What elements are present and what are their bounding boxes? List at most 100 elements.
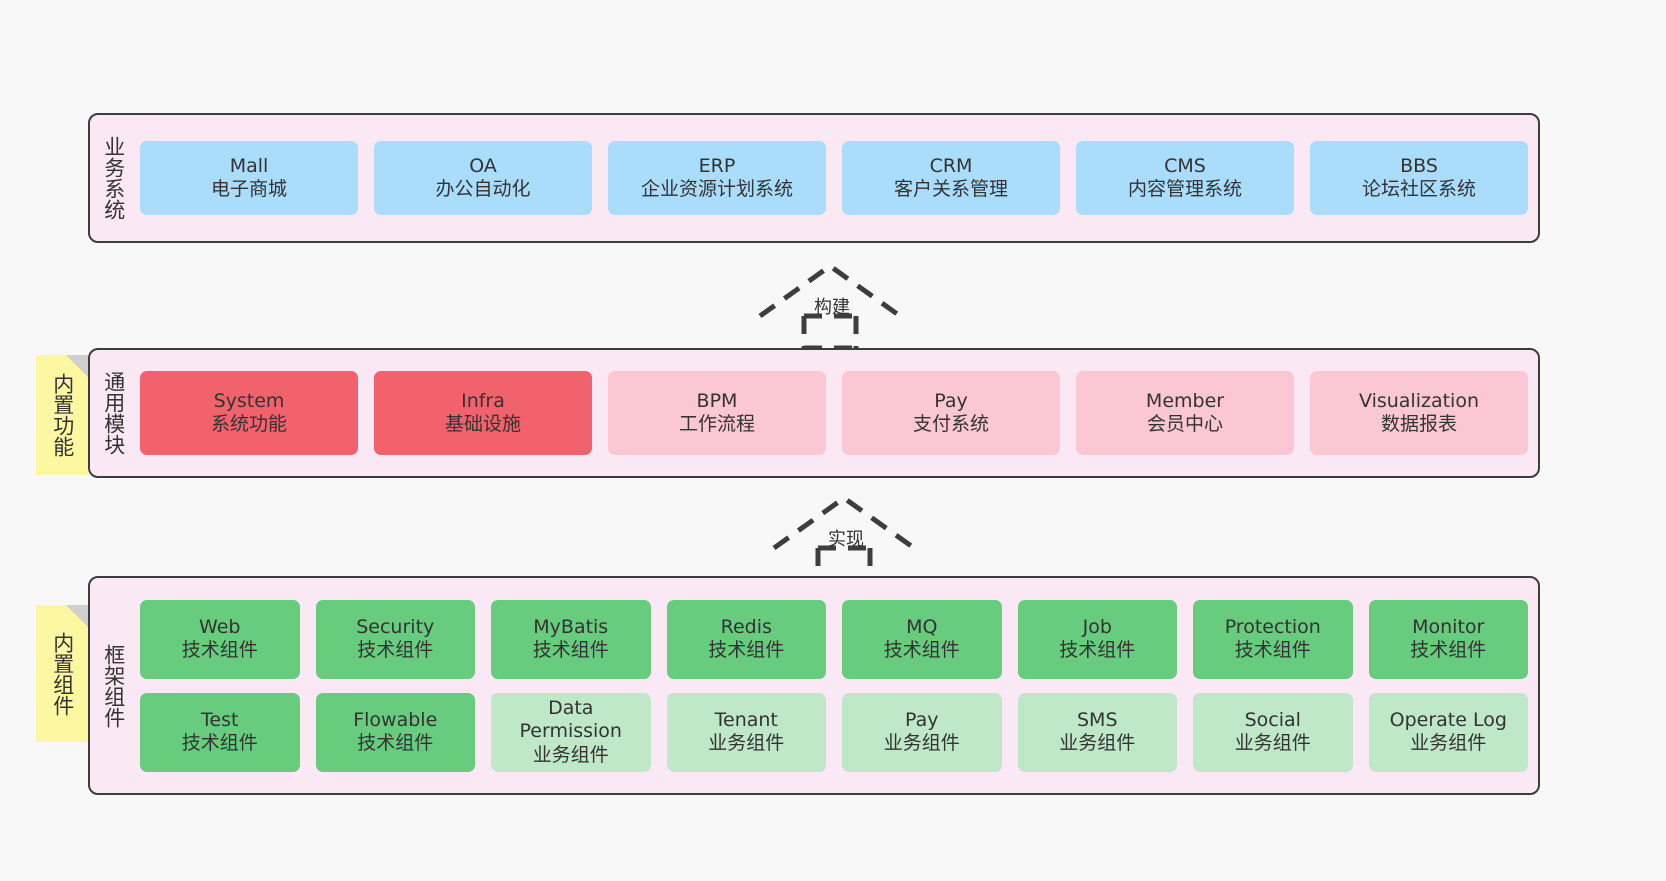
node-flowable[interactable]: Flowable 技术组件 (315, 692, 475, 772)
node-title: Job (1082, 615, 1112, 638)
node-title: Member (1145, 389, 1225, 412)
node-crm[interactable]: CRM 客户关系管理 (842, 141, 1060, 215)
node-monitor[interactable]: Monitor 技术组件 (1368, 599, 1528, 679)
node-pay[interactable]: Pay 支付系统 (842, 371, 1060, 455)
node-title: MQ (906, 615, 938, 638)
node-protection[interactable]: Protection 技术组件 (1193, 599, 1353, 679)
node-subtitle: 工作流程 (678, 413, 755, 435)
node-subtitle: 企业资源计划系统 (640, 178, 793, 200)
layer-title-business: 业务系统 (101, 136, 126, 220)
node-title: Operate Log (1389, 708, 1507, 731)
node-title: Test (201, 708, 239, 731)
node-subtitle: 业务组件 (1410, 732, 1487, 754)
sticky-note-builtin-features: 内置功能 (36, 355, 88, 475)
sticky-note-builtin-components: 内置组件 (36, 605, 88, 742)
node-subtitle: 技术组件 (357, 639, 434, 661)
node-subtitle: 业务组件 (532, 743, 609, 766)
node-title: Redis (720, 615, 772, 638)
node-oa[interactable]: OA 办公自动化 (374, 141, 592, 215)
node-title: BPM (696, 389, 738, 412)
node-title: Flowable (353, 708, 438, 731)
node-sms[interactable]: SMS 业务组件 (1017, 692, 1177, 772)
node-mall[interactable]: Mall 电子商城 (140, 141, 358, 215)
node-title: Web (199, 615, 241, 638)
sticky-label: 内置功能 (50, 373, 75, 457)
node-pay-component[interactable]: Pay 业务组件 (842, 692, 1002, 772)
layer-body-framework: Web 技术组件 Security 技术组件 MyBatis 技术组件 Redi… (136, 578, 1538, 793)
node-subtitle: 技术组件 (708, 639, 785, 661)
node-title: Pay (905, 708, 939, 731)
node-job[interactable]: Job 技术组件 (1017, 599, 1177, 679)
node-subtitle: 电子商城 (210, 178, 287, 200)
layer-business-systems: 业务系统 Mall 电子商城 OA 办公自动化 ERP 企业资源计划系统 CRM… (88, 113, 1540, 243)
node-subtitle: 技术组件 (181, 639, 258, 661)
sticky-label: 内置组件 (50, 631, 75, 716)
node-data-permission[interactable]: Data Permission 业务组件 (491, 692, 651, 772)
node-tenant[interactable]: Tenant 业务组件 (666, 692, 826, 772)
layer-framework-components: 框架组件 Web 技术组件 Security 技术组件 MyBatis 技术组件… (88, 576, 1540, 795)
business-node-row: Mall 电子商城 OA 办公自动化 ERP 企业资源计划系统 CRM 客户关系… (140, 141, 1528, 215)
node-subtitle: 会员中心 (1146, 413, 1223, 435)
layer-body-common: System 系统功能 Infra 基础设施 BPM 工作流程 Pay 支付系统… (136, 350, 1538, 476)
node-title: ERP (698, 154, 736, 177)
node-test[interactable]: Test 技术组件 (140, 692, 300, 772)
node-title: SMS (1076, 708, 1118, 731)
framework-node-row-business: Test 技术组件 Flowable 技术组件 Data Permission … (140, 692, 1528, 772)
node-system[interactable]: System 系统功能 (140, 371, 358, 455)
node-subtitle: 论坛社区系统 (1361, 178, 1476, 200)
node-subtitle: 系统功能 (210, 413, 287, 435)
layer-body-business: Mall 电子商城 OA 办公自动化 ERP 企业资源计划系统 CRM 客户关系… (136, 115, 1538, 241)
node-bpm[interactable]: BPM 工作流程 (608, 371, 826, 455)
node-title: Tenant (714, 708, 778, 731)
node-subtitle: 技术组件 (357, 732, 434, 754)
node-redis[interactable]: Redis 技术组件 (666, 599, 826, 679)
node-visualization[interactable]: Visualization 数据报表 (1310, 371, 1528, 455)
node-title: Visualization (1358, 389, 1479, 412)
node-title: Monitor (1412, 615, 1485, 638)
layer-title-common: 通用模块 (101, 371, 126, 455)
node-subtitle: 办公自动化 (435, 178, 531, 200)
node-social[interactable]: Social 业务组件 (1193, 692, 1353, 772)
node-security[interactable]: Security 技术组件 (315, 599, 475, 679)
node-bbs[interactable]: BBS 论坛社区系统 (1310, 141, 1528, 215)
node-mq[interactable]: MQ 技术组件 (842, 599, 1002, 679)
node-infra[interactable]: Infra 基础设施 (374, 371, 592, 455)
node-title: Mall (229, 154, 269, 177)
node-erp[interactable]: ERP 企业资源计划系统 (608, 141, 826, 215)
node-subtitle: 内容管理系统 (1127, 178, 1242, 200)
connector-label-build: 构建 (814, 297, 850, 318)
node-subtitle: 技术组件 (883, 639, 960, 661)
node-web[interactable]: Web 技术组件 (140, 599, 300, 679)
node-subtitle: 技术组件 (532, 639, 609, 661)
node-subtitle: 技术组件 (1059, 639, 1136, 661)
layer-common-modules: 通用模块 System 系统功能 Infra 基础设施 BPM 工作流程 Pay… (88, 348, 1540, 478)
node-operate-log[interactable]: Operate Log 业务组件 (1368, 692, 1528, 772)
node-subtitle: 技术组件 (1234, 639, 1311, 661)
node-member[interactable]: Member 会员中心 (1076, 371, 1294, 455)
node-title: MyBatis (533, 615, 609, 638)
node-subtitle: 技术组件 (1410, 639, 1487, 661)
node-mybatis[interactable]: MyBatis 技术组件 (491, 599, 651, 679)
layer-title-framework: 框架组件 (101, 643, 126, 728)
connector-build: 构建 (752, 258, 912, 351)
framework-node-row-tech: Web 技术组件 Security 技术组件 MyBatis 技术组件 Redi… (140, 599, 1528, 679)
node-title: Infra (461, 389, 505, 412)
node-title: System (213, 389, 285, 412)
node-title: Pay (934, 389, 968, 412)
node-subtitle: 业务组件 (1234, 732, 1311, 754)
node-subtitle: 技术组件 (181, 732, 258, 754)
node-title: OA (469, 154, 497, 177)
node-subtitle: 基础设施 (444, 413, 521, 435)
connector-implement: 实现 (766, 490, 926, 583)
node-title: CMS (1164, 154, 1206, 177)
node-title: BBS (1400, 154, 1438, 177)
node-subtitle: 客户关系管理 (893, 178, 1008, 200)
node-cms[interactable]: CMS 内容管理系统 (1076, 141, 1294, 215)
node-title: Protection (1224, 615, 1321, 638)
node-subtitle: 业务组件 (883, 732, 960, 754)
node-title: CRM (929, 154, 973, 177)
node-title: Data Permission (519, 697, 622, 743)
common-node-row: System 系统功能 Infra 基础设施 BPM 工作流程 Pay 支付系统… (140, 371, 1528, 455)
node-subtitle: 支付系统 (912, 413, 989, 435)
node-subtitle: 数据报表 (1380, 413, 1457, 435)
